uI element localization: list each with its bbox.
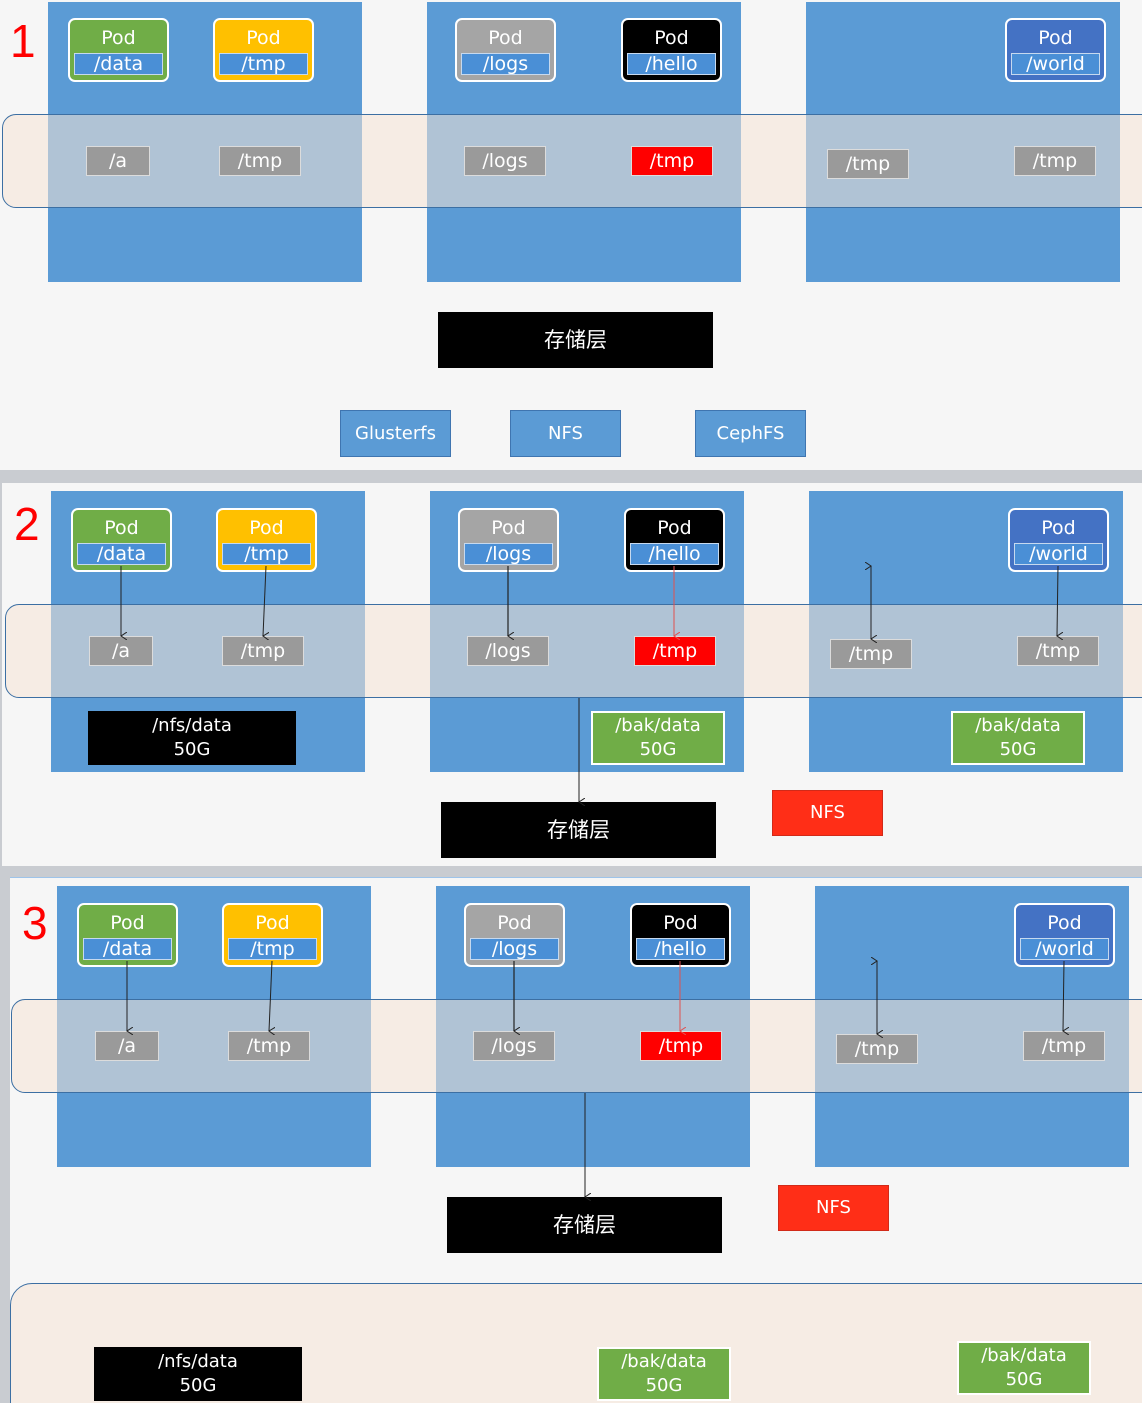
mount-tmp: /tmp — [219, 146, 301, 176]
pod-data: Pod/data — [77, 903, 178, 967]
mount-tmp: /tmp — [827, 149, 909, 179]
panel-number: 2 — [14, 498, 40, 550]
panel-number: 3 — [22, 897, 48, 949]
mount-tmp-red: /tmp — [634, 636, 716, 666]
pod-world: Pod/world — [1005, 18, 1106, 82]
mount-logs: /logs — [464, 146, 546, 176]
pod-hello: Pod/hello — [630, 903, 731, 967]
pod-tmp: Pod/tmp — [216, 508, 317, 572]
panel-3: 3 Pod/data Pod/tmp Pod/logs Pod/hello Po… — [10, 877, 1142, 1403]
mount-band — [5, 604, 1142, 698]
pod-data: Pod/data — [71, 508, 172, 572]
pod-tmp: Pod/tmp — [213, 18, 314, 82]
nfs-box: NFS — [778, 1185, 889, 1231]
mount-tmp: /tmp — [1017, 636, 1099, 666]
mount-a: /a — [89, 636, 153, 666]
panel-number: 1 — [10, 15, 36, 67]
mount-logs: /logs — [467, 636, 549, 666]
mount-tmp-red: /tmp — [640, 1031, 722, 1061]
pod-logs: Pod/logs — [455, 18, 556, 82]
mount-tmp-red: /tmp — [631, 146, 713, 176]
fs-glusterfs: Glusterfs — [340, 410, 451, 457]
storage-layer: 存储层 — [441, 802, 716, 858]
mount-tmp: /tmp — [1023, 1031, 1105, 1061]
pod-logs: Pod/logs — [458, 508, 559, 572]
panel-2: 2 Pod/data Pod/tmp Pod/logs Pod/hello Po… — [2, 483, 1142, 866]
fs-cephfs: CephFS — [695, 410, 806, 457]
pod-world: Pod/world — [1008, 508, 1109, 572]
mount-band — [11, 999, 1142, 1093]
pod-tmp: Pod/tmp — [222, 903, 323, 967]
mount-tmp: /tmp — [228, 1031, 310, 1061]
mount-a: /a — [95, 1031, 159, 1061]
mount-logs: /logs — [473, 1031, 555, 1061]
storage-layer: 存储层 — [447, 1197, 722, 1253]
mount-tmp: /tmp — [1014, 146, 1096, 176]
mount-tmp: /tmp — [836, 1034, 918, 1064]
mount-tmp: /tmp — [222, 636, 304, 666]
mount-band — [2, 114, 1142, 208]
mount-a: /a — [86, 146, 150, 176]
pod-logs: Pod/logs — [464, 903, 565, 967]
panel-1: 1 Pod/data Pod/tmp Pod/logs Pod/hello Po… — [0, 0, 1142, 470]
pod-data: Pod/data — [68, 18, 169, 82]
nfs-box: NFS — [772, 790, 883, 836]
pod-hello: Pod/hello — [621, 18, 722, 82]
storage-layer: 存储层 — [438, 312, 713, 368]
pod-hello: Pod/hello — [624, 508, 725, 572]
mount-tmp: /tmp — [830, 639, 912, 669]
pod-world: Pod/world — [1014, 903, 1115, 967]
fs-nfs: NFS — [510, 410, 621, 457]
